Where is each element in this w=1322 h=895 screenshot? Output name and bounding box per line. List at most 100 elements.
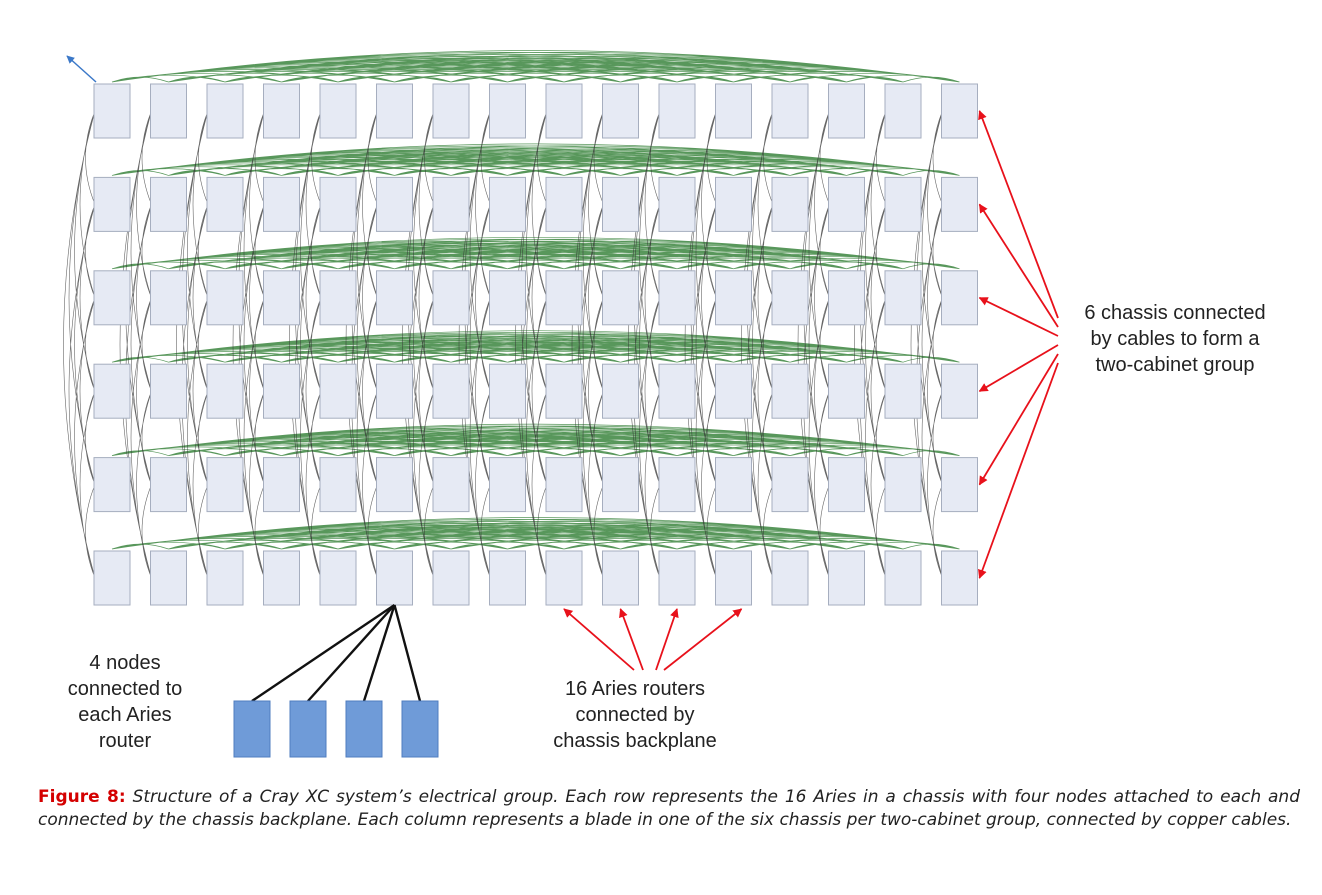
node-link	[307, 604, 396, 702]
aries-router	[432, 550, 470, 606]
aries-router	[715, 176, 752, 232]
compute-node	[345, 700, 383, 758]
aries-router	[941, 363, 978, 419]
compute-node	[233, 700, 271, 758]
aries-router	[93, 550, 131, 606]
aries-router	[602, 363, 639, 419]
compute-nodes	[233, 604, 439, 758]
aries-router	[884, 457, 922, 513]
aries-router	[941, 550, 978, 606]
aries-router	[884, 270, 922, 326]
compute-node	[401, 700, 439, 758]
chassis-annotation-line: by cables to form a	[1090, 328, 1260, 350]
chassis-arrow	[978, 110, 1059, 319]
aries-router	[545, 363, 583, 419]
aries-router	[884, 363, 922, 419]
nodes-annotation-line: each Aries	[78, 704, 172, 726]
aries-router	[545, 457, 583, 513]
aries-router	[206, 83, 244, 139]
aries-router	[432, 83, 470, 139]
aries-router	[602, 550, 639, 606]
chassis-arrow	[978, 362, 1059, 579]
backplane-arcs	[111, 50, 960, 550]
node-link	[393, 604, 422, 702]
aries-router	[489, 270, 526, 326]
aries-router	[715, 550, 752, 606]
aries-router	[545, 270, 583, 326]
aries-router	[319, 83, 357, 139]
aries-router	[658, 83, 696, 139]
aries-annotation-line: connected by	[575, 704, 695, 726]
aries-annotation-line: 16 Aries routers	[564, 678, 706, 700]
aries-router	[319, 176, 357, 232]
aries-router	[828, 550, 865, 606]
aries-router	[941, 83, 978, 139]
aries-router	[263, 550, 300, 606]
aries-router	[150, 363, 187, 419]
compute-node	[289, 700, 327, 758]
chassis-arrow	[978, 353, 1059, 486]
aries-router	[206, 270, 244, 326]
aries-router	[93, 363, 131, 419]
aries-router	[432, 176, 470, 232]
electrical-group-diagram	[63, 50, 1059, 758]
aries-router	[545, 83, 583, 139]
aries-router	[432, 270, 470, 326]
caption-text: Structure of a Cray XC system’s electric…	[38, 787, 1301, 830]
aries-router	[489, 457, 526, 513]
aries-router	[319, 457, 357, 513]
annotation-arrows	[66, 55, 1059, 671]
aries-router	[93, 270, 131, 326]
nodes-annotation-line: 4 nodes	[89, 652, 161, 674]
aries-router	[150, 176, 187, 232]
aries-router	[206, 363, 244, 419]
aries-router	[489, 176, 526, 232]
aries-router	[376, 176, 413, 232]
aries-routers-annotation: 16 Aries routers connected by chassis ba…	[525, 676, 745, 754]
aries-router	[658, 363, 696, 419]
aries-router	[771, 176, 809, 232]
chassis-annotation-line: two-cabinet group	[1095, 354, 1255, 376]
aries-router	[602, 176, 639, 232]
aries-router	[263, 270, 300, 326]
aries-router	[150, 457, 187, 513]
aries-router	[884, 176, 922, 232]
aries-router	[715, 363, 752, 419]
aries-router	[658, 270, 696, 326]
aries-router	[884, 550, 922, 606]
aries-router-grid	[93, 83, 978, 606]
caption-label: Figure 8:	[38, 787, 126, 807]
aries-arrow	[655, 608, 679, 671]
aries-router	[93, 83, 131, 139]
aries-router	[150, 550, 187, 606]
blue-arrow	[66, 55, 97, 83]
aries-annotation-line: chassis backplane	[553, 730, 717, 752]
aries-router	[489, 550, 526, 606]
aries-router	[828, 270, 865, 326]
aries-router	[771, 457, 809, 513]
aries-router	[206, 176, 244, 232]
aries-router	[828, 363, 865, 419]
chassis-annotation-line: 6 chassis connected	[1084, 302, 1266, 324]
aries-router	[602, 83, 639, 139]
aries-router	[319, 363, 357, 419]
aries-router	[432, 363, 470, 419]
aries-router	[545, 550, 583, 606]
aries-router	[376, 550, 413, 606]
aries-router	[432, 457, 470, 513]
aries-router	[941, 457, 978, 513]
aries-router	[771, 363, 809, 419]
aries-router	[206, 550, 244, 606]
aries-router	[376, 363, 413, 419]
aries-router	[489, 83, 526, 139]
aries-router	[489, 363, 526, 419]
aries-router	[150, 270, 187, 326]
aries-router	[771, 83, 809, 139]
aries-router	[828, 457, 865, 513]
aries-router	[658, 176, 696, 232]
aries-arrow	[619, 608, 644, 671]
aries-router	[715, 270, 752, 326]
aries-router	[828, 176, 865, 232]
aries-router	[545, 176, 583, 232]
nodes-annotation-line: connected to	[67, 678, 183, 700]
